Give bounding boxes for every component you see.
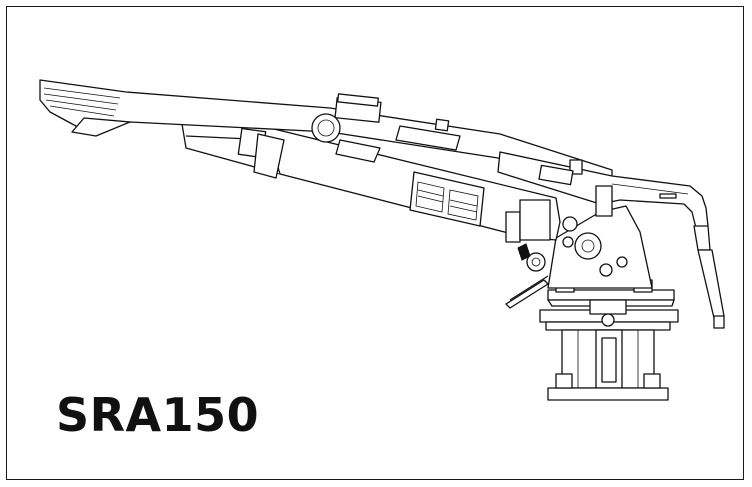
model-label: SRA150 [56, 388, 260, 442]
forearm-wrist [497, 151, 725, 329]
upper-arm [39, 79, 613, 187]
lower-arm [181, 123, 561, 243]
shoulder-housing [505, 205, 653, 309]
